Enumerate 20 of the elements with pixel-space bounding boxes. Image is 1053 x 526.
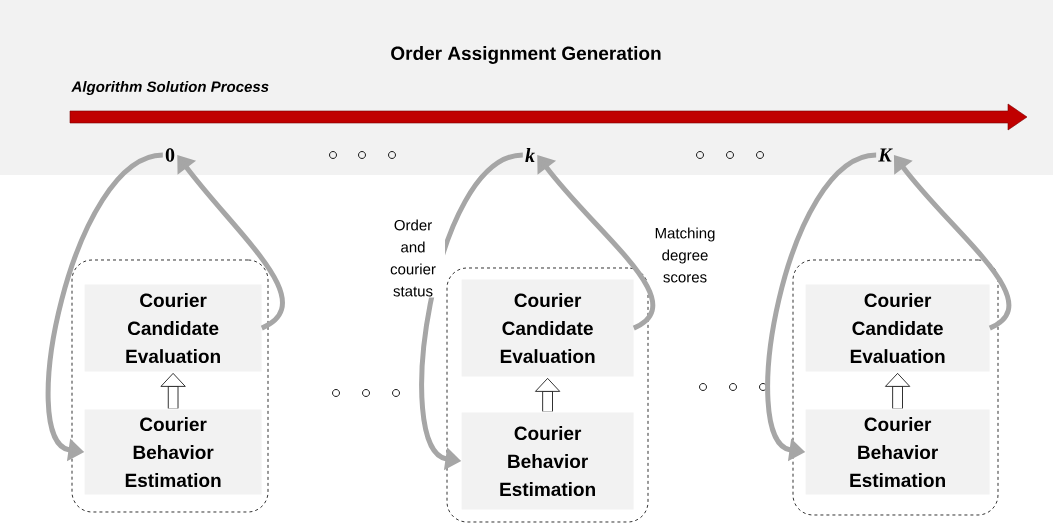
hollow-arrow — [160, 373, 186, 409]
dashed-group-box — [71, 259, 269, 513]
dashed-group-box — [792, 259, 999, 516]
title: Order Assignment Generation — [391, 46, 661, 64]
stage-label: 0 — [165, 148, 175, 162]
process-box: Courier Candidate Evaluation — [84, 284, 262, 372]
hollow-arrow — [885, 373, 911, 409]
process-box: Courier Behavior Estimation — [84, 409, 262, 495]
process-box: Courier Candidate Evaluation — [461, 279, 634, 377]
process-box: Courier Behavior Estimation — [461, 412, 634, 510]
edge-label: Order and courier status — [381, 218, 445, 298]
dashed-group-box — [446, 267, 649, 523]
edge-label: Matching degree scores — [653, 226, 717, 284]
process-box: Courier Behavior Estimation — [805, 409, 990, 495]
curved-arrow — [177, 155, 285, 331]
process-box: Courier Candidate Evaluation — [805, 284, 990, 372]
hollow-arrow — [535, 378, 561, 412]
stage-label: k — [525, 148, 535, 162]
axis-label: Algorithm Solution Process — [71, 81, 269, 95]
stage-label: K — [878, 148, 893, 162]
